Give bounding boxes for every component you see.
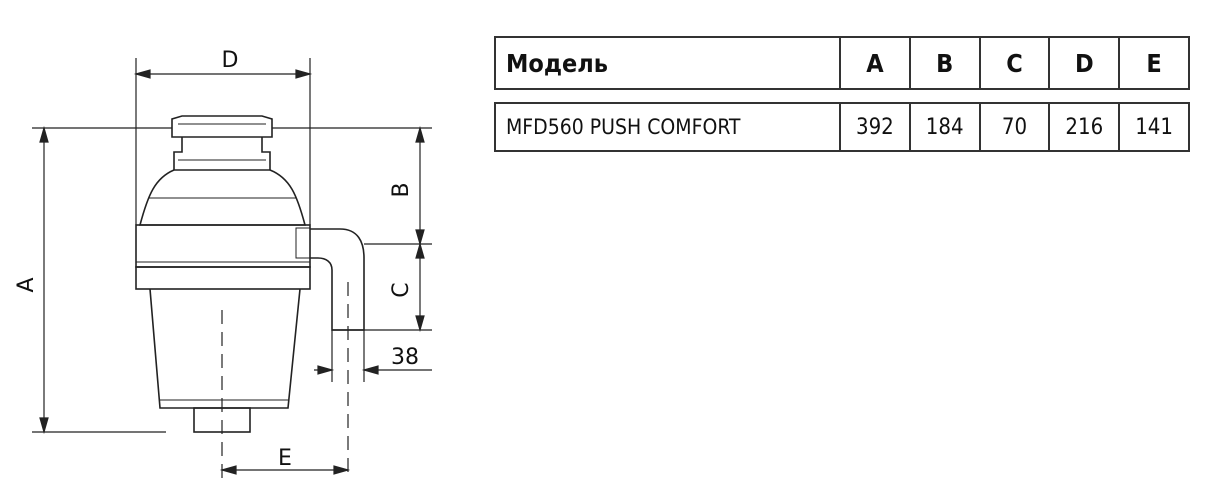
table-gap <box>495 88 1189 104</box>
table-row: MFD560 PUSH COMFORT 392 184 70 216 141 <box>494 102 1190 152</box>
header-b: B <box>908 36 981 90</box>
dimension-label-e: E <box>278 446 292 471</box>
cell-d: 216 <box>1048 102 1121 152</box>
middle-band <box>135 224 311 268</box>
spec-table-container: Модель A B C D E MFD560 PUSH COMFORT 392… <box>494 36 1190 152</box>
spec-table: Модель A B C D E MFD560 PUSH COMFORT 392… <box>494 36 1190 152</box>
header-d: D <box>1048 36 1121 90</box>
header-c: C <box>978 36 1051 90</box>
cell-e: 141 <box>1118 102 1190 152</box>
cell-b: 184 <box>908 102 981 152</box>
disposer-outline <box>135 115 365 478</box>
dimension-label-b: B <box>389 182 414 197</box>
neck <box>173 137 271 171</box>
cell-c: 70 <box>978 102 1051 152</box>
header-e: E <box>1118 36 1190 90</box>
mounting-flange <box>171 115 273 138</box>
header-model: Модель <box>494 36 841 90</box>
dimension-label-outlet: 38 <box>391 345 419 370</box>
dimension-diagram: D A B C 38 E <box>14 48 432 478</box>
outlet-elbow <box>310 228 365 331</box>
table-gap-row <box>495 88 1189 104</box>
table-header-row: Модель A B C D E <box>494 36 1190 90</box>
cell-a: 392 <box>839 102 911 152</box>
motor-body <box>149 288 301 409</box>
cell-model: MFD560 PUSH COMFORT <box>494 102 841 152</box>
dimension-label-c: C <box>389 282 414 297</box>
dimension-label-d: D <box>222 48 239 73</box>
header-a: A <box>839 36 911 90</box>
lower-band <box>135 266 311 290</box>
dimension-label-a: A <box>14 277 39 292</box>
dimension-lines <box>32 58 432 475</box>
